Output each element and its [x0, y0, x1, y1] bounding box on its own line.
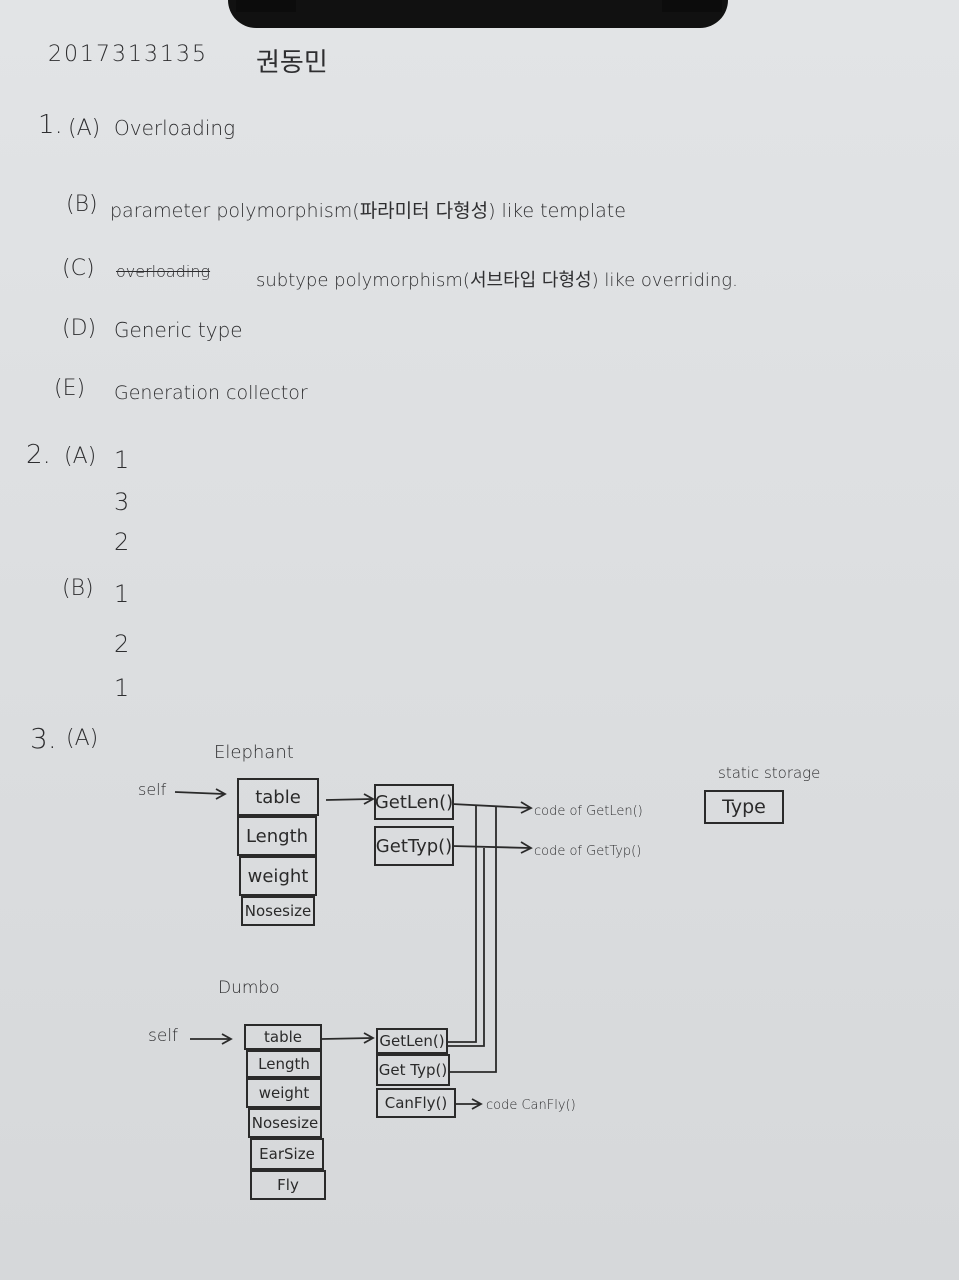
dumbo-method: Get Typ()	[376, 1054, 450, 1086]
elephant-field: Length	[237, 816, 317, 856]
q1-a-label: (A)	[68, 116, 101, 141]
q1-e-answer: Generation collector	[114, 382, 308, 404]
dumbo-code-label: code CanFly()	[486, 1098, 576, 1113]
dumbo-field: Length	[246, 1050, 322, 1078]
q1-b-answer: parameter polymorphism(파라미터 다형성) like te…	[110, 200, 626, 222]
clip-tab-right	[662, 0, 722, 12]
q1-d-label: (D)	[62, 316, 97, 341]
static-type-box: Type	[704, 790, 784, 824]
static-storage-title: static storage	[718, 764, 821, 782]
q3-number: 3.	[30, 722, 57, 755]
elephant-code-label: code of GetTyp()	[534, 844, 642, 859]
q2-b-value: 2	[114, 630, 130, 658]
clip-tab-left	[236, 0, 296, 12]
elephant-field: Nosesize	[241, 896, 315, 926]
q2-number: 2.	[26, 440, 51, 470]
q1-b-label: (B)	[66, 192, 98, 217]
q3-a-label: (A)	[66, 726, 99, 751]
dumbo-method: CanFly()	[376, 1088, 456, 1118]
q2-a-value: 1	[114, 446, 130, 474]
student-name: 권동민	[256, 48, 328, 78]
elephant-code-label: code of GetLen()	[534, 804, 643, 819]
q1-number: 1.	[38, 110, 63, 140]
q2-b-value: 1	[114, 580, 130, 608]
dumbo-field: table	[244, 1024, 322, 1050]
q2-a-label: (A)	[64, 444, 97, 469]
clipboard-clip	[228, 0, 728, 28]
elephant-self-label: self	[138, 780, 167, 799]
q1-c-label: (C)	[62, 256, 95, 281]
dumbo-field: EarSize	[250, 1138, 324, 1170]
dumbo-field: Fly	[250, 1170, 326, 1200]
q2-a-value: 3	[114, 488, 130, 516]
q1-d-answer: Generic type	[114, 318, 243, 342]
elephant-field: table	[237, 778, 319, 816]
q1-e-label: (E)	[54, 376, 86, 401]
student-id: 2017313135	[48, 42, 208, 67]
q1-c-answer: subtype polymorphism(서브타입 다형성) like over…	[256, 270, 738, 291]
elephant-title: Elephant	[214, 742, 294, 763]
q1-a-answer: Overloading	[114, 116, 236, 140]
elephant-method: GetLen()	[374, 784, 454, 820]
dumbo-method: GetLen()	[376, 1028, 448, 1054]
elephant-field: weight	[239, 856, 317, 896]
dumbo-field: Nosesize	[248, 1108, 322, 1138]
q2-b-label: (B)	[62, 576, 94, 601]
dumbo-field: weight	[246, 1078, 322, 1108]
dumbo-title: Dumbo	[218, 978, 280, 998]
elephant-method: GetTyp()	[374, 826, 454, 866]
q2-a-value: 2	[114, 528, 130, 556]
q2-b-value: 1	[114, 674, 130, 702]
q1-c-struck-answer: overloading	[116, 262, 211, 281]
dumbo-self-label: self	[148, 1026, 179, 1046]
